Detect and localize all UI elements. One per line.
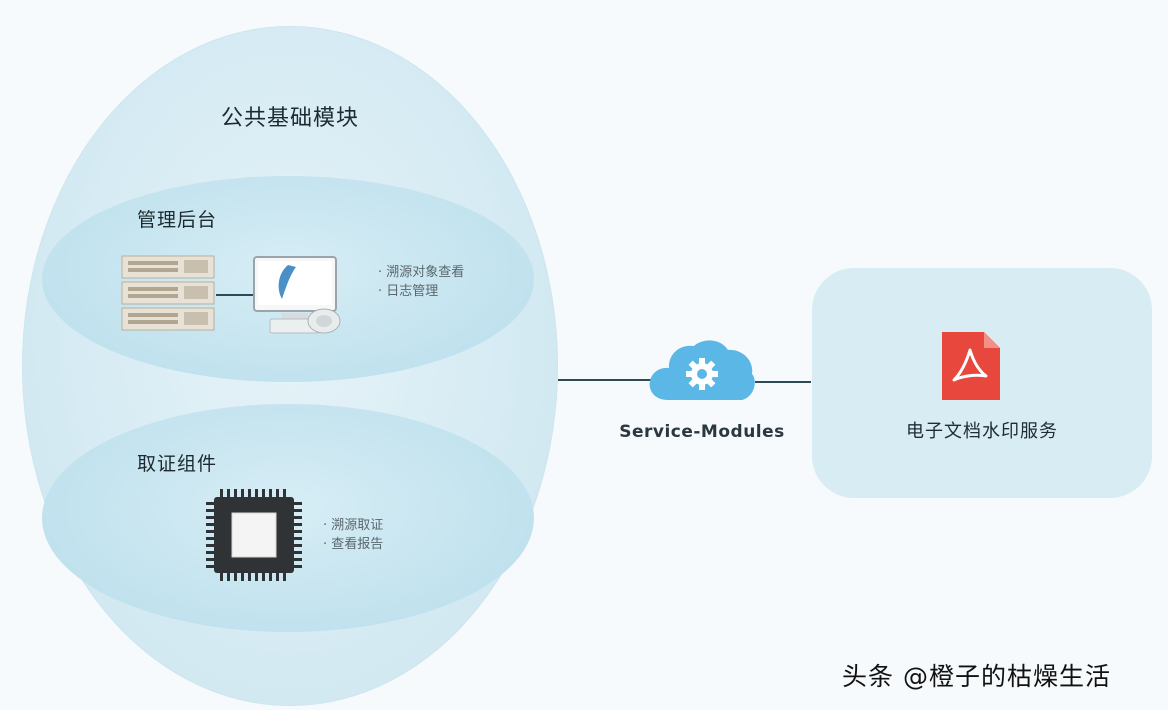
- pdf-file-icon: [942, 332, 1000, 400]
- admin-backend-title: 管理后台: [137, 209, 218, 231]
- service-modules-label: Service-Modules: [619, 422, 785, 442]
- forensic-component-title: 取证组件: [137, 453, 218, 475]
- forensic-component-bullets: 溯源取证 查看报告: [323, 516, 383, 554]
- admin-backend-bullets: 溯源对象查看 日志管理: [378, 263, 464, 301]
- cloud-gear-icon: [649, 340, 755, 400]
- public-module-cloud-connector: [558, 379, 654, 381]
- watermark-service-name: 电子文档水印服务: [906, 421, 1058, 442]
- public-module-title: 公共基础模块: [220, 106, 359, 131]
- cloud-service-connector: [755, 381, 811, 383]
- admin-bullet-item: 溯源对象查看: [378, 263, 464, 282]
- forensic-bullet-item: 查看报告: [323, 535, 383, 554]
- server-computer-connector: [216, 294, 256, 296]
- source-watermark: 头条 @橙子的枯燥生活: [842, 662, 1111, 691]
- chip-icon: [206, 489, 302, 581]
- server-rack-icon: [121, 255, 215, 331]
- admin-bullet-item: 日志管理: [378, 282, 464, 301]
- forensic-bullet-item: 溯源取证: [323, 516, 383, 535]
- desktop-computer-icon: [253, 256, 341, 334]
